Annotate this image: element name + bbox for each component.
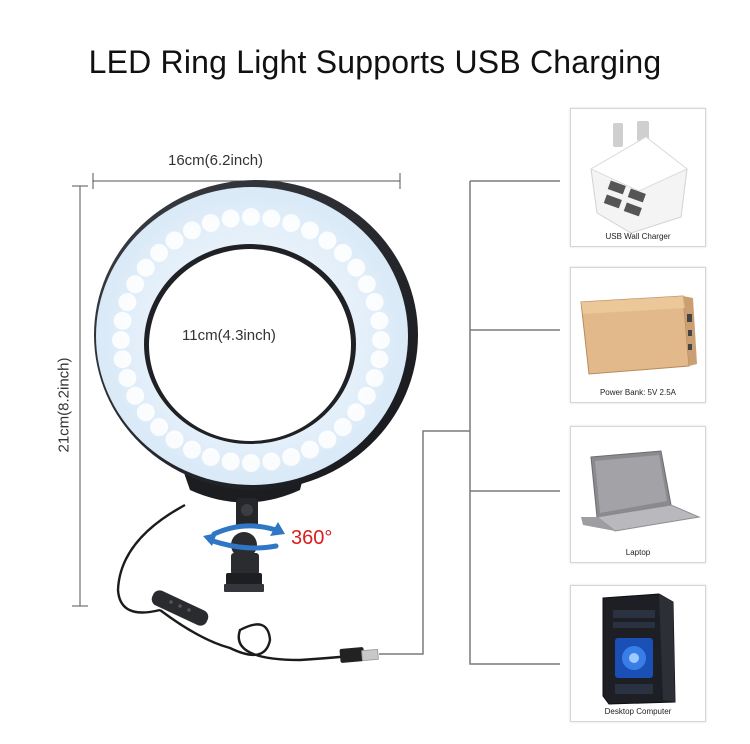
height-dimension-line	[72, 185, 88, 607]
connector-lines	[379, 180, 560, 665]
ball-head-mount	[224, 498, 264, 592]
led-bead	[318, 231, 337, 250]
led-bead	[357, 275, 376, 294]
led-bead	[118, 293, 137, 311]
led-bead	[262, 452, 281, 471]
device-label: Laptop	[625, 548, 651, 557]
laptop-icon	[581, 450, 701, 532]
inline-switch	[151, 590, 209, 626]
device-card-power-bank: Power Bank: 5V 2.5A	[570, 267, 706, 403]
led-bead	[118, 369, 137, 387]
led-bead	[301, 440, 319, 459]
led-bead	[333, 418, 352, 436]
wall-charger-icon	[589, 121, 688, 234]
led-bead	[301, 221, 319, 240]
led-bead	[262, 209, 281, 228]
led-bead	[221, 209, 240, 228]
device-label: Power Bank: 5V 2.5A	[599, 388, 677, 397]
height-label: 21cm(8.2inch)	[55, 357, 73, 453]
led-bead	[183, 440, 201, 459]
led-bead	[165, 231, 184, 250]
inner-width-label: 11cm(4.3inch)	[182, 327, 276, 344]
usb-cable	[116, 503, 351, 662]
led-bead	[318, 430, 337, 449]
led-bead	[150, 418, 169, 436]
ring-light	[94, 180, 418, 503]
led-bead	[136, 403, 155, 422]
led-bead	[370, 311, 389, 330]
led-bead	[370, 350, 389, 369]
led-bead	[282, 448, 301, 466]
led-bead	[150, 244, 169, 262]
led-bead	[357, 386, 376, 405]
led-bead	[282, 214, 301, 232]
device-card-laptop: Laptop	[570, 426, 706, 563]
led-bead	[126, 275, 145, 294]
device-label: USB Wall Charger	[605, 232, 671, 241]
led-bead	[347, 403, 366, 422]
device-card-wall-charger: USB Wall Charger	[570, 108, 706, 247]
device-label: Desktop Computer	[604, 707, 672, 716]
page-title: LED Ring Light Supports USB Charging	[88, 44, 662, 80]
outer-width-label: 16cm(6.2inch)	[168, 152, 264, 169]
led-bead	[365, 369, 384, 387]
led-bead	[126, 386, 145, 405]
led-bead	[201, 214, 220, 232]
led-beads	[112, 208, 390, 472]
led-bead	[183, 221, 201, 240]
led-bead	[136, 258, 155, 277]
device-card-desktop-computer: Desktop Computer	[570, 585, 706, 722]
rotation-arrow-icon	[203, 522, 285, 551]
power-bank-icon	[580, 295, 697, 375]
led-bead	[113, 350, 132, 369]
led-bead	[242, 454, 260, 472]
usb-plug	[339, 647, 379, 663]
led-bead	[112, 331, 130, 349]
led-bead	[165, 430, 184, 449]
led-bead	[333, 244, 352, 262]
led-bead	[113, 311, 132, 330]
rotation-label: 360°	[291, 527, 333, 549]
led-bead	[201, 448, 220, 466]
led-bead	[242, 208, 260, 226]
led-bead	[347, 258, 366, 277]
desktop-computer-icon	[602, 593, 676, 705]
led-bead	[221, 452, 240, 471]
led-bead	[365, 293, 384, 311]
led-bead	[372, 331, 390, 349]
